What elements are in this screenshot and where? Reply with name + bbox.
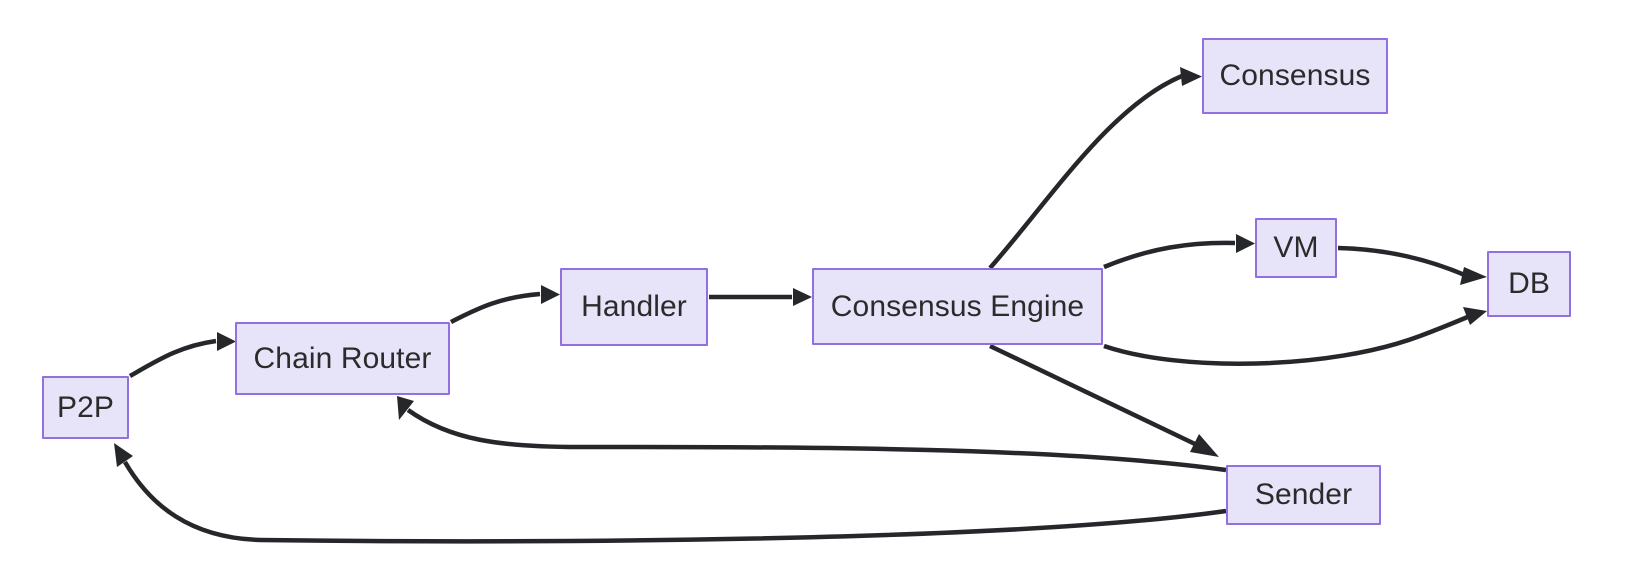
node-consensus-engine-label: Consensus Engine	[830, 289, 1085, 323]
node-vm[interactable]: VM	[1255, 218, 1337, 278]
edge-vm-to-db	[1337, 245, 1487, 285]
edge-consensus-engine-to-db	[1103, 307, 1487, 366]
node-db[interactable]: DB	[1487, 251, 1571, 317]
node-sender-label: Sender	[1254, 478, 1353, 511]
node-db-label: DB	[1508, 267, 1550, 300]
node-chain-router-label: Chain Router	[253, 341, 432, 375]
node-consensus-label: Consensus	[1219, 59, 1371, 92]
node-handler-label: Handler	[581, 290, 687, 323]
node-consensus[interactable]: Consensus	[1202, 38, 1388, 114]
node-consensus-engine[interactable]: Consensus Engine	[812, 268, 1103, 345]
edge-p2p-to-chain-router	[128, 332, 236, 378]
node-chain-router[interactable]: Chain Router	[235, 322, 450, 395]
edge-sender-to-chain-router	[397, 396, 1227, 473]
edge-handler-to-consensus-engine	[709, 288, 812, 306]
edge-consensus-engine-to-consensus	[988, 67, 1202, 270]
edge-sender-to-p2p	[114, 443, 1227, 544]
node-p2p-label: P2P	[56, 390, 114, 424]
node-p2p[interactable]: P2P	[42, 376, 129, 439]
edge-consensus-engine-to-vm	[1103, 234, 1255, 270]
node-vm-label: VM	[1273, 231, 1319, 264]
edge-consensus-engine-to-sender	[989, 343, 1219, 457]
node-handler[interactable]: Handler	[560, 268, 708, 346]
node-sender[interactable]: Sender	[1226, 465, 1381, 525]
edge-chain-router-to-handler	[449, 285, 560, 324]
